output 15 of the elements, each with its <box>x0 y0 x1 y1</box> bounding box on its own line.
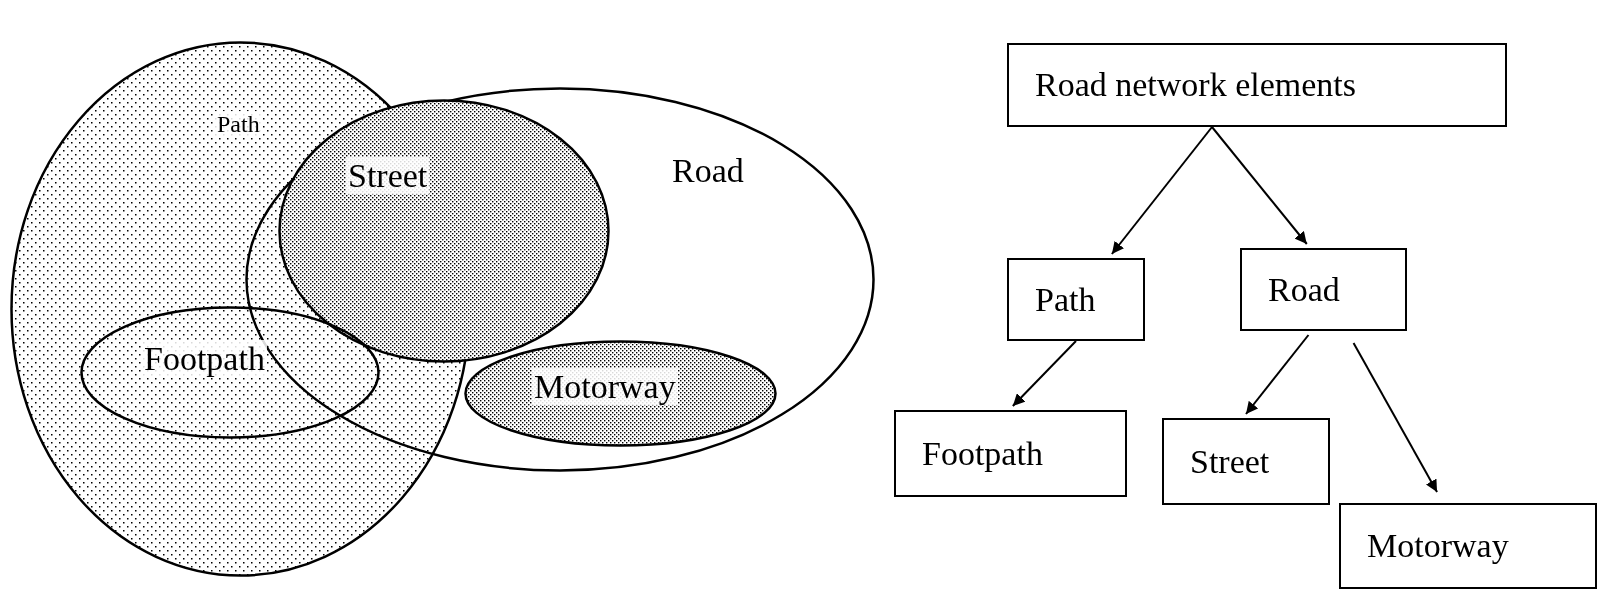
set-label: Motorway <box>532 368 678 406</box>
category-box: Motorway <box>1339 503 1597 589</box>
arrow <box>1211 126 1308 245</box>
category-box: Road <box>1240 248 1407 331</box>
category-box: Path <box>1007 258 1145 341</box>
category-box: Road network elements <box>1007 43 1507 127</box>
arrow <box>1011 340 1077 407</box>
category-box: Footpath <box>894 410 1127 497</box>
category-box: Street <box>1162 418 1330 505</box>
set-label: Street <box>346 157 430 195</box>
set-label: Path <box>215 111 262 138</box>
arrow <box>1110 126 1213 255</box>
set-label: Footpath <box>142 340 267 378</box>
arrow <box>1245 334 1310 415</box>
arrow <box>1352 342 1439 493</box>
